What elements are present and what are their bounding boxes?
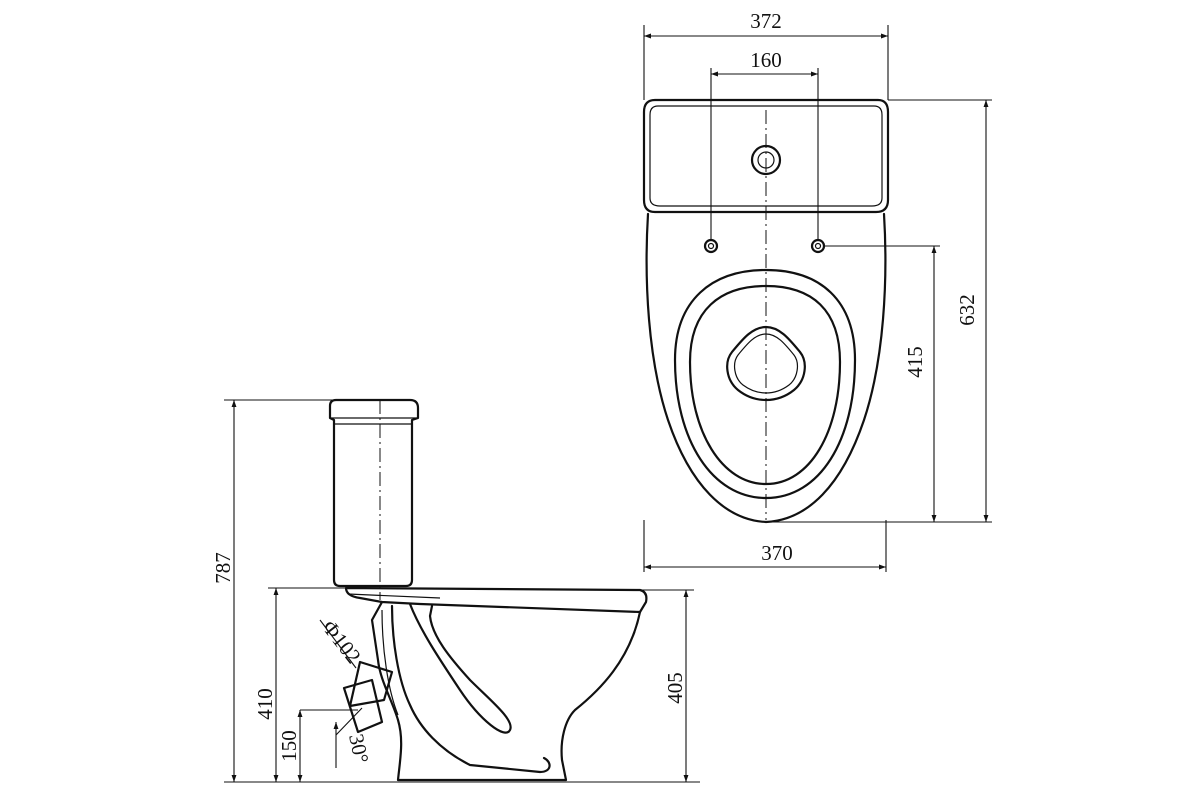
side-view-outlet-pipe [348, 660, 394, 708]
label-160: 160 [750, 48, 782, 72]
label-372: 372 [750, 9, 782, 33]
label-415: 415 [903, 346, 927, 378]
side-view-outlet-socket [342, 678, 384, 734]
label-405: 405 [663, 672, 687, 704]
top-view-tank [642, 98, 890, 214]
side-view-bowl-rim [344, 586, 648, 614]
top-view-seat-outer [673, 268, 857, 500]
label-150: 150 [277, 730, 301, 762]
side-view: 787 410 150 405 Ф102 30° [211, 398, 700, 783]
label-370: 370 [761, 541, 793, 565]
mount-hole-left [703, 238, 719, 254]
side-view-trapway-outer [408, 602, 512, 734]
label-632: 632 [955, 294, 979, 326]
label-diameter: Ф102 [317, 615, 366, 668]
mount-hole-left-inner [707, 242, 715, 250]
side-view-trapway-inner [390, 604, 551, 774]
label-410: 410 [253, 688, 277, 720]
side-view-bowl-body [370, 600, 642, 782]
label-787: 787 [211, 552, 235, 584]
mount-hole-right-inner [814, 242, 822, 250]
top-view-seat-inner [688, 284, 842, 486]
side-view-trap-lower [381, 609, 399, 716]
label-angle: 30° [344, 732, 374, 766]
side-view-tank [328, 398, 420, 588]
top-view-tank-inner [649, 105, 883, 207]
top-view: 372 160 370 632 415 [642, 9, 992, 572]
mount-hole-right [810, 238, 826, 254]
